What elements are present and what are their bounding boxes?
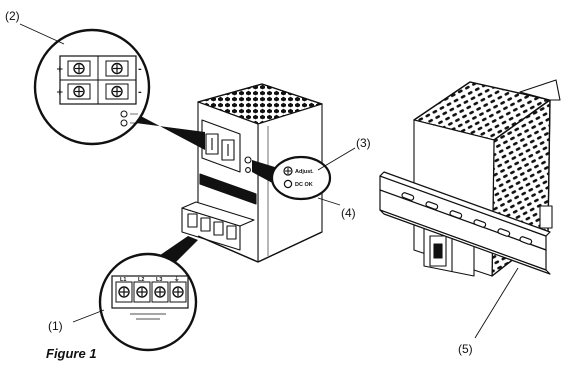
input-label-l2: L2 (138, 277, 144, 283)
adjust-pot-icon (120, 110, 128, 118)
zoom-adjust-led: Adjust. DC OK (270, 155, 332, 201)
callout-2: (2) (5, 9, 20, 23)
callout-5: (5) (458, 342, 473, 356)
zoom-output-terminals: + + - - (33, 28, 151, 146)
output-screw-3 (67, 83, 91, 100)
output-plus-top: + (56, 65, 64, 75)
input-label-l3: L3 (156, 277, 162, 283)
input-screw-l3 (154, 286, 166, 298)
figure-caption: Figure 1 (46, 346, 97, 361)
input-label-ground: ⏚ (174, 276, 180, 283)
output-plus-bottom: + (56, 88, 64, 98)
adjust-label: Adjust. (295, 169, 314, 175)
brand-label-band (199, 173, 257, 205)
dc-ok-led-zoom-icon (283, 179, 293, 189)
input-screw-l2 (136, 286, 148, 298)
callout-3: (3) (356, 136, 371, 150)
input-screw-ground (172, 286, 184, 298)
dc-ok-led-icon (120, 119, 128, 127)
zoom-input-terminals: L1 L2 L3 ⏚ (98, 252, 198, 352)
output-minus-bottom: - (138, 88, 142, 98)
dc-ok-label: DC OK (295, 182, 313, 188)
callout-4: (4) (341, 206, 356, 220)
din-rail (379, 171, 551, 275)
callout-1: (1) (48, 319, 63, 333)
input-screw-l1 (118, 286, 130, 298)
input-label-l1: L1 (120, 277, 126, 283)
output-screw-2 (105, 60, 129, 77)
output-screw-1 (67, 60, 91, 77)
output-minus-top: - (138, 65, 142, 75)
output-screw-4 (105, 83, 129, 100)
leader-lines (19, 23, 519, 339)
